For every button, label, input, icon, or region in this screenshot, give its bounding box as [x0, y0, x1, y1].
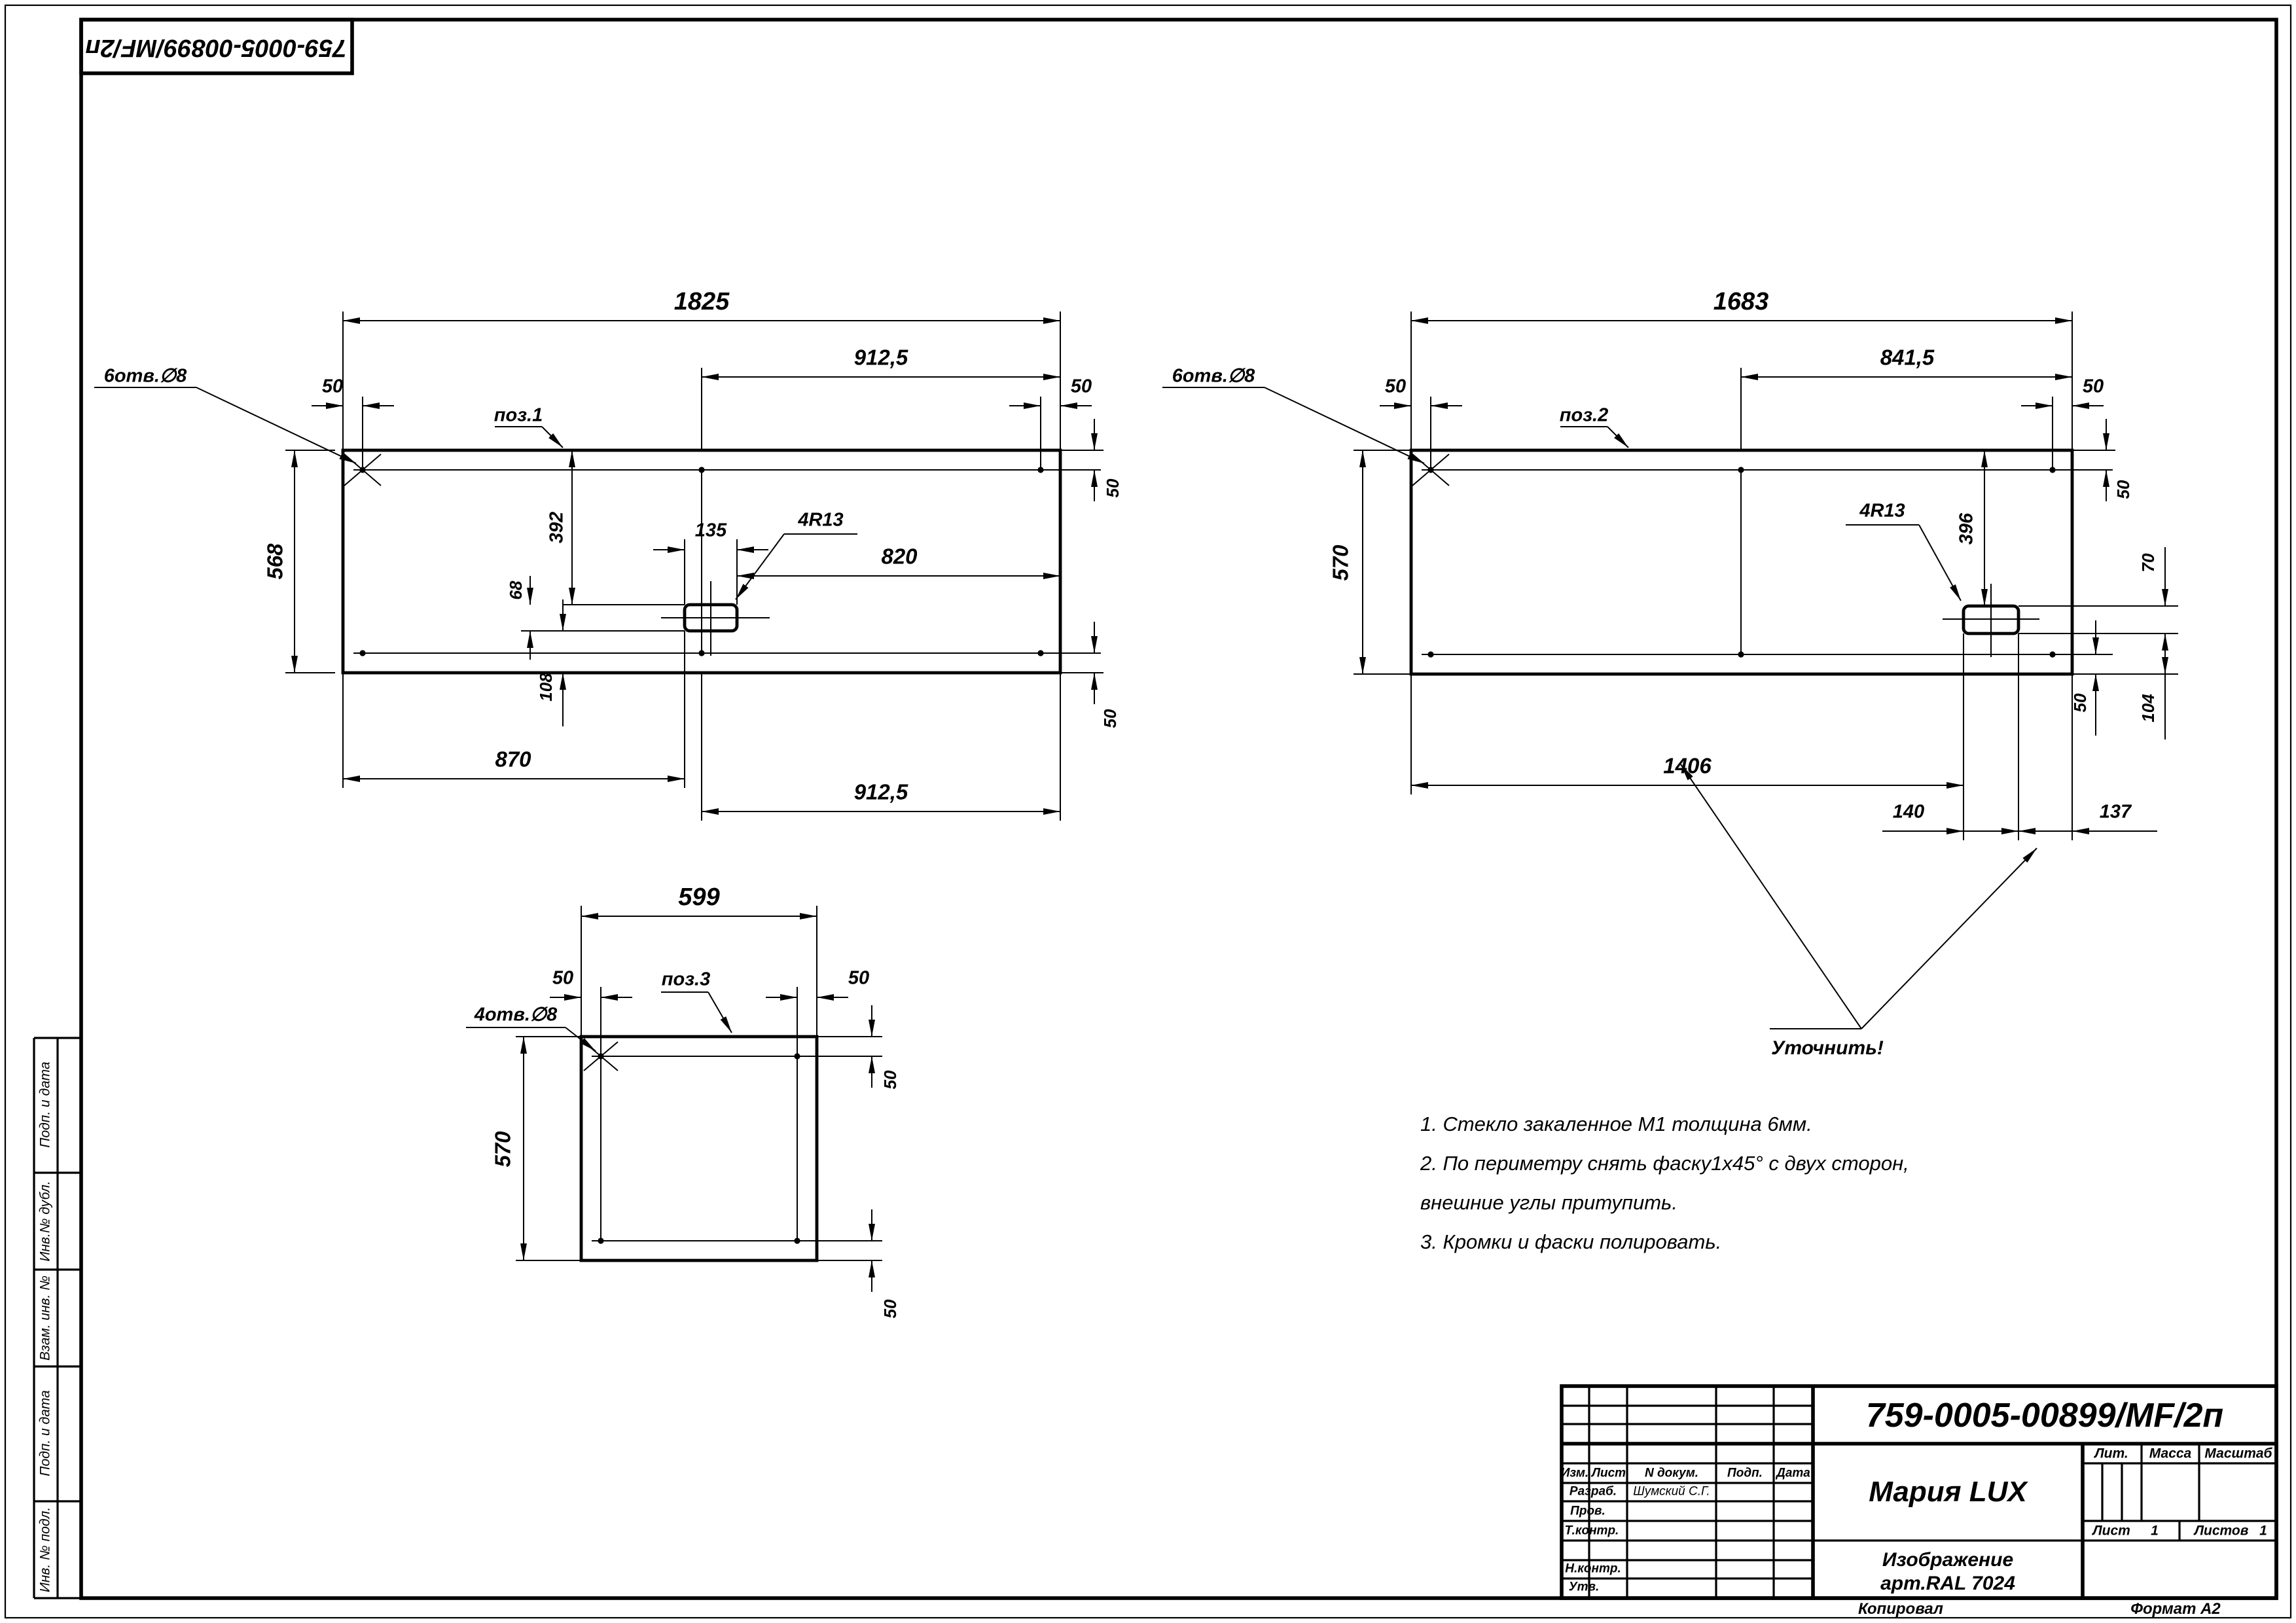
note-line-2: 2. По периметру снять фаску1х45° с двух …	[1420, 1153, 1909, 1175]
panel-3-outline	[579, 1035, 819, 1262]
d2-dim-104: 104	[2138, 694, 2158, 722]
d1-dim-50-right-top: 50	[1103, 478, 1122, 498]
d2-dim-570: 570	[1329, 544, 1354, 581]
title-row-razrab: Разраб.	[1569, 1484, 1617, 1499]
d3-dim-599: 599	[678, 884, 720, 912]
title-scale-label: Масштаб	[2204, 1446, 2272, 1462]
d2-dim-396: 396	[1956, 512, 1978, 545]
d1-dim-50-top-right: 50	[1070, 376, 1092, 398]
d2-dim-841-5: 841,5	[1880, 346, 1935, 370]
d2-clarify-note: Уточнить!	[1771, 1037, 1884, 1060]
d2-dim-137: 137	[2099, 802, 2132, 823]
d1-pos-label: поз.1	[493, 405, 543, 427]
d1-dim-820: 820	[881, 545, 918, 569]
d1-dim-568: 568	[264, 543, 288, 580]
d2-dim-140: 140	[1892, 802, 1925, 823]
d1-dim-50-right-bottom: 50	[1100, 709, 1120, 728]
d3-dim-50-top-right: 50	[848, 968, 870, 990]
note-line-1: 1. Стекло закаленное М1 толщина 6мм.	[1420, 1114, 1812, 1136]
d1-dim-68: 68	[506, 580, 526, 600]
d1-dim-108: 108	[536, 673, 556, 702]
d1-dim-50-top-left: 50	[321, 376, 344, 398]
d1-dim-912-5-bottom: 912,5	[853, 781, 908, 805]
title-row-prov: Пров.	[1570, 1504, 1605, 1519]
side-label-podp-data-2: Подп. и дата	[37, 1390, 54, 1476]
title-lit-label: Лит.	[2094, 1446, 2128, 1462]
note-line-4: 3. Кромки и фаски полировать.	[1420, 1232, 1722, 1254]
title-mass-label: Масса	[2149, 1446, 2192, 1462]
d3-dim-50-top-left: 50	[552, 968, 574, 990]
title-sheet-value: 1	[2151, 1523, 2159, 1539]
format-label: Формат А2	[2130, 1599, 2221, 1618]
d2-dim-50-top-left: 50	[1384, 376, 1407, 398]
d2-dim-70: 70	[2138, 553, 2158, 573]
sheet-frame	[4, 4, 2292, 1619]
title-row-nkontr: Н.контр.	[1565, 1561, 1621, 1577]
title-sheets-value: 1	[2259, 1523, 2267, 1539]
title-type-line1: Изображение	[1882, 1549, 2014, 1571]
d3-dim-50-right-bottom: 50	[880, 1299, 900, 1319]
d1-dim-912-5-top: 912,5	[853, 346, 908, 370]
title-block-grid	[1560, 1384, 2278, 1600]
d1-dim-4r13: 4R13	[798, 510, 844, 531]
d2-dim-50-top-right: 50	[2082, 376, 2104, 398]
copied-label: Копировал	[1858, 1599, 1943, 1618]
title-designation: 759-0005-00899/MF/2п	[1865, 1395, 2224, 1435]
d2-dim-4r13: 4R13	[1859, 501, 1905, 522]
panel-1	[94, 312, 1103, 821]
d2-dim-1406: 1406	[1663, 755, 1712, 779]
title-col-izm: Изм.	[1560, 1466, 1589, 1481]
d3-dim-570: 570	[492, 1131, 516, 1168]
title-col-ndoc: N докум.	[1644, 1466, 1699, 1481]
title-sheets-label: Листов	[2194, 1523, 2249, 1539]
side-label-inv-dubl: Инв.№ дубл.	[37, 1181, 54, 1262]
d2-dim-50-right-top: 50	[2113, 480, 2133, 499]
d1-dim-392: 392	[547, 511, 568, 544]
side-label-podp-data-1: Подп. и дата	[37, 1061, 54, 1148]
panel-3	[466, 906, 882, 1292]
title-razrab-name: Шумский С.Г.	[1633, 1484, 1710, 1499]
title-type-line2: арт.RAL 7024	[1880, 1573, 2015, 1595]
side-strip-table	[33, 1037, 81, 1599]
d2-pos-label: поз.2	[1559, 405, 1609, 427]
d3-holes-note: 4отв.∅8	[474, 1005, 558, 1026]
note-line-3: внешние углы притупить.	[1420, 1192, 1677, 1215]
d3-pos-label: поз.3	[661, 969, 711, 991]
d3-dim-50-right-top: 50	[880, 1070, 900, 1090]
top-left-stamp-box	[79, 18, 354, 75]
title-col-podp: Подп.	[1727, 1466, 1763, 1481]
side-label-inv-podl: Инв. № подл.	[37, 1507, 54, 1593]
d1-dim-135: 135	[694, 520, 727, 542]
side-label-vzam-inv: Взам. инв. №	[37, 1275, 54, 1361]
d1-dim-870: 870	[495, 748, 531, 772]
top-left-stamp-code: 759-0005-00899/MF/2п	[85, 33, 347, 61]
d1-dim-1825: 1825	[673, 289, 730, 316]
title-col-data: Дата	[1776, 1466, 1810, 1481]
title-row-utv: Утв.	[1568, 1580, 1600, 1595]
d2-dim-1683: 1683	[1713, 289, 1769, 316]
title-row-tkontr: Т.контр.	[1564, 1524, 1619, 1539]
panel-2	[1162, 312, 2178, 1029]
title-sheet-label: Лист	[2092, 1523, 2130, 1539]
d2-holes-note: 6отв.∅8	[1172, 366, 1255, 387]
d1-holes-note: 6отв.∅8	[103, 366, 187, 387]
title-col-list: Лист	[1591, 1466, 1626, 1481]
d2-dim-50-right-bottom: 50	[2070, 693, 2090, 713]
title-product-name: Мария LUX	[1869, 1475, 2027, 1508]
